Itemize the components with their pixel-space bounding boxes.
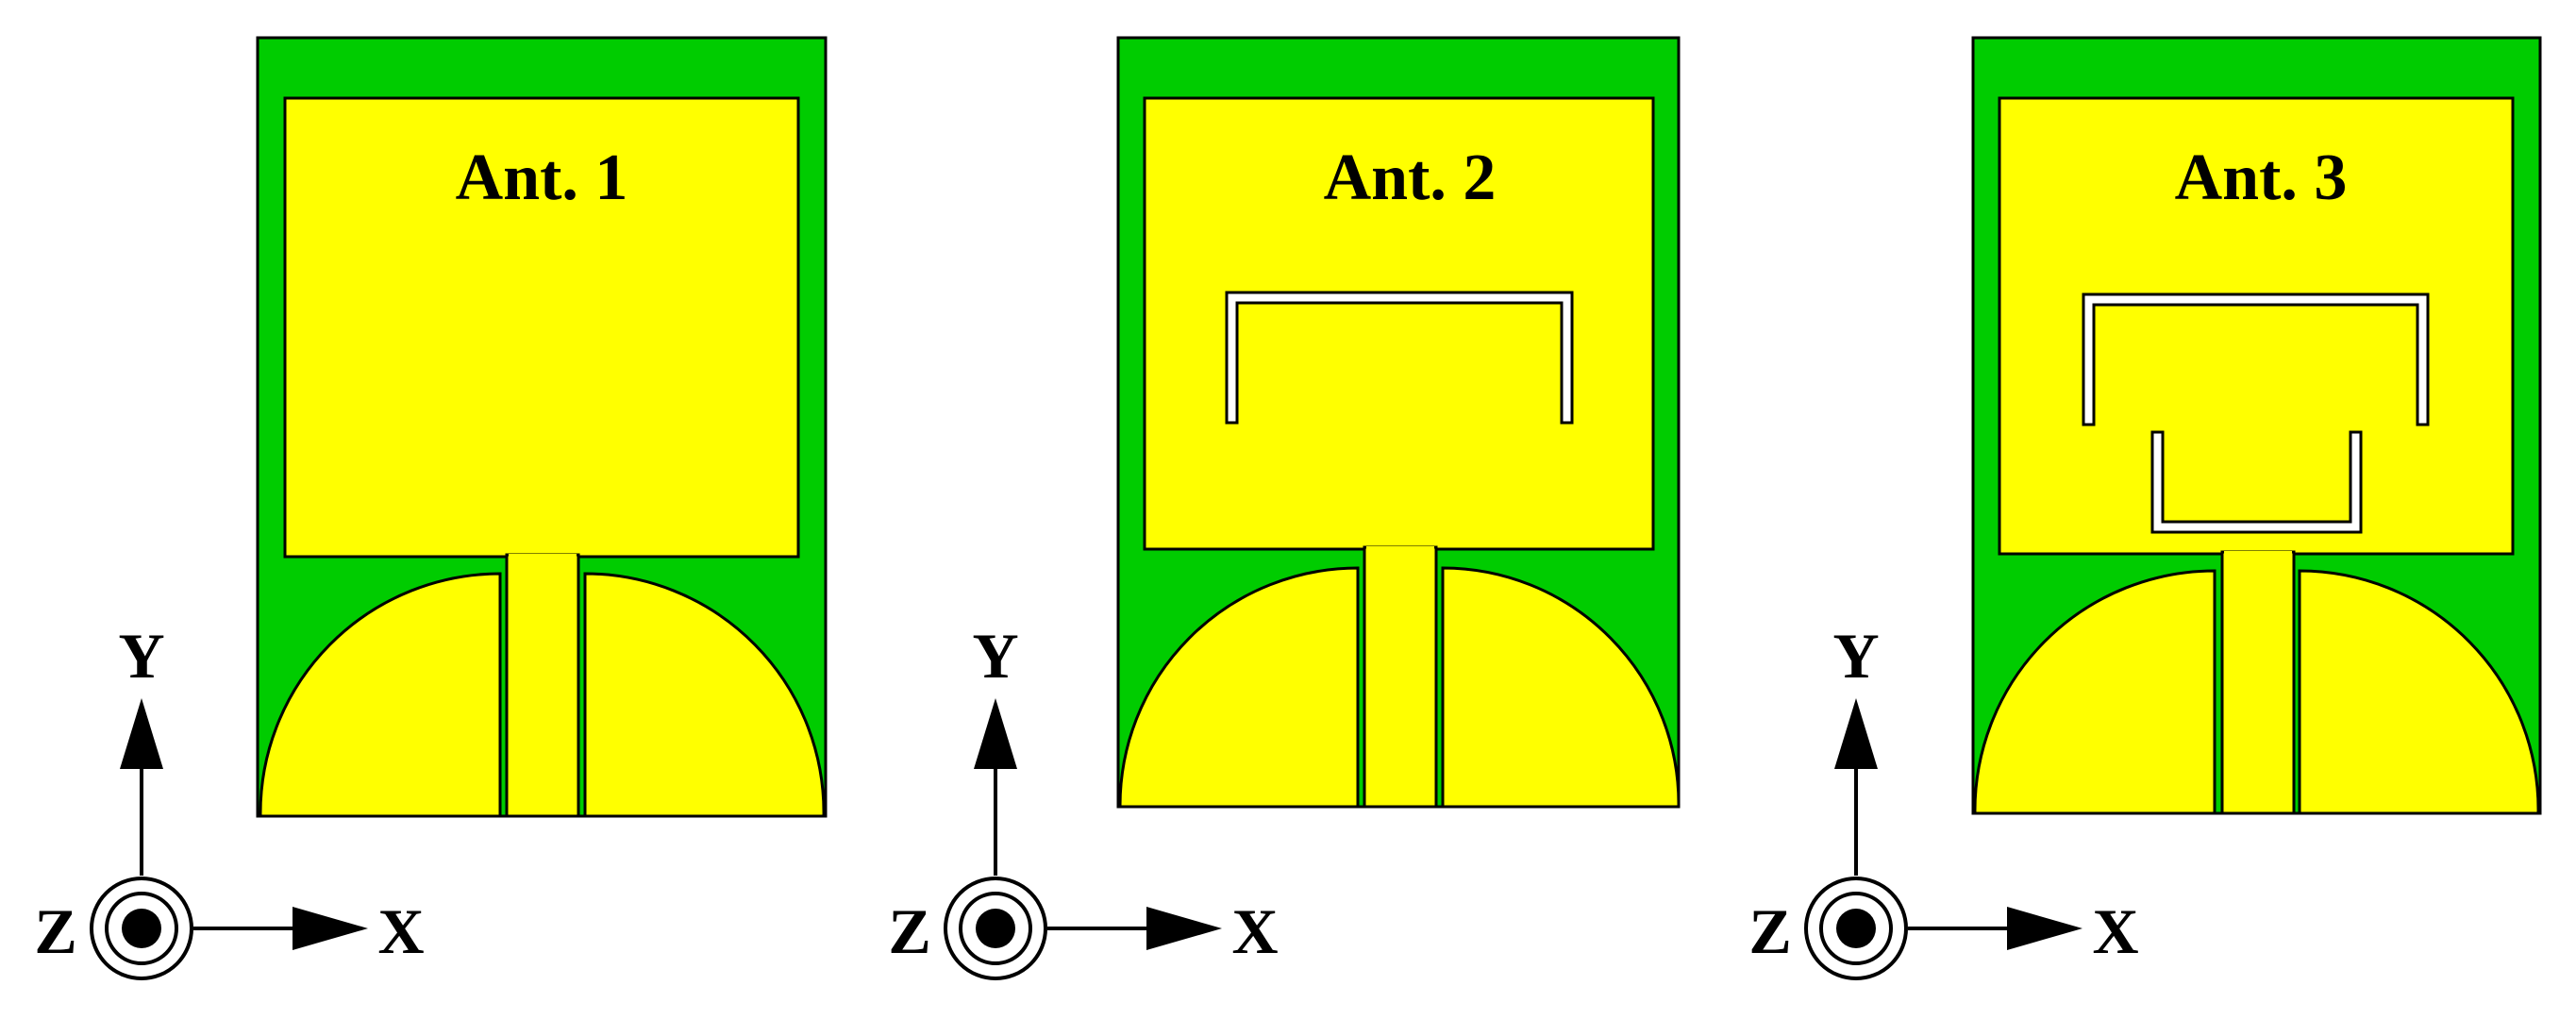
coordinate-axes-3: Y X Z: [1748, 620, 2139, 980]
coordinate-axes-1: Y X Z: [34, 620, 425, 980]
antenna-1-feed-line-cover: [509, 554, 577, 561]
antenna-1-ground-right: [583, 572, 826, 818]
antenna-1-radiating-patch: [283, 96, 800, 559]
y-axis-label: Y: [972, 620, 1018, 692]
y-axis-arrowhead: [1834, 698, 1878, 769]
x-axis-arrowhead: [2007, 907, 2083, 950]
y-axis-label: Y: [1832, 620, 1879, 692]
z-axis-label: Z: [888, 895, 930, 967]
z-axis-label: Z: [1748, 895, 1791, 967]
x-axis-arrowhead: [1146, 907, 1222, 950]
antenna-1-feed-line: [505, 553, 580, 818]
antenna-3-feed-line-cover: [2224, 551, 2292, 559]
antenna-2-label: Ant. 2: [1324, 142, 1497, 214]
antenna-2-ground-right: [1441, 566, 1681, 809]
antenna-2: Ant. 2: [1116, 36, 1681, 809]
antenna-2-feed-line-cover: [1366, 546, 1434, 554]
z-axis-dot-icon: [1836, 909, 1876, 948]
antenna-3-inverted-u-slot: [2150, 430, 2363, 534]
x-axis-label: X: [1231, 895, 1278, 967]
antenna-3-ground-left: [1973, 569, 2216, 815]
antenna-3-label: Ant. 3: [2175, 142, 2348, 214]
z-axis-dot-icon: [976, 909, 1015, 948]
antenna-2-feed-line: [1363, 545, 1438, 809]
x-axis-arrowhead: [293, 907, 368, 950]
antenna-3: Ant. 3: [1971, 36, 2542, 815]
antenna-2-ground-left: [1118, 566, 1360, 809]
antenna-3-u-slot: [2082, 292, 2430, 426]
coordinate-axes-2: Y X Z: [888, 620, 1279, 980]
antenna-3-ground-right: [2298, 569, 2540, 815]
x-axis-label: X: [2092, 895, 2138, 967]
antenna-1: Ant. 1: [256, 36, 828, 818]
z-axis-label: Z: [34, 895, 76, 967]
antenna-1-label: Ant. 1: [456, 142, 628, 214]
y-axis-arrowhead: [120, 698, 163, 769]
z-axis-dot-icon: [122, 909, 161, 948]
antenna-3-feed-line: [2220, 550, 2296, 815]
antenna-2-u-slot: [1225, 291, 1574, 425]
y-axis-arrowhead: [974, 698, 1017, 769]
antenna-1-ground-left: [259, 572, 502, 818]
x-axis-label: X: [377, 895, 424, 967]
y-axis-label: Y: [118, 620, 164, 692]
